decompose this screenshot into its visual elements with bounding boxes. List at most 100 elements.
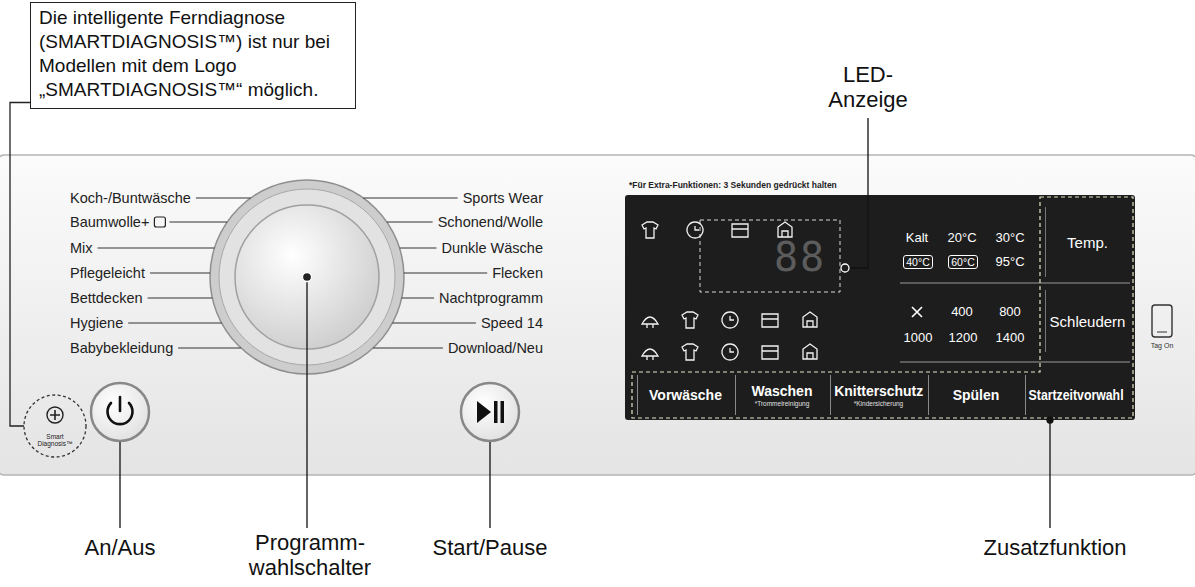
leader-line (98, 248, 215, 249)
node-text: Schleudern (1050, 313, 1126, 330)
led-display: *Für Extra-Funktionen: 3 Sekunden gedrüc… (625, 195, 1135, 420)
node-text: Temp. (1067, 234, 1108, 251)
spin-option: 1000 (904, 331, 933, 346)
label-slot: 1400 (996, 331, 1025, 346)
display-icon (732, 224, 748, 237)
temperature-option: Kalt (906, 231, 928, 246)
label-slot: Sports Wear (463, 190, 543, 207)
label-slot: Start/Pause (433, 535, 548, 560)
label-slot: An/Aus (85, 535, 156, 560)
play-symbol (477, 401, 491, 423)
logo-outline (22, 393, 88, 459)
option-button: Schleudern (1045, 290, 1129, 352)
function-outline (632, 197, 1133, 418)
pause-symbol (494, 401, 498, 423)
callout-label: Zusatzfunktion (983, 535, 1126, 560)
display-ground (625, 195, 1135, 420)
display-icon (682, 344, 698, 360)
display-icon (642, 222, 658, 238)
program-name: Bettdecken (70, 290, 143, 307)
label-slot: 40°C (903, 255, 932, 269)
label-slot: LED- Anzeige (818, 63, 918, 112)
label-slot: 1200 (949, 331, 978, 346)
display-icon (722, 312, 738, 328)
display-icon (682, 312, 698, 328)
start-button (461, 383, 519, 441)
display-icon (803, 344, 817, 359)
leader-line (1049, 420, 1050, 528)
spin-option: 1400 (996, 331, 1025, 346)
node-text: Knitterschutz (834, 383, 923, 399)
program-name: Koch-/Buntwäsche (70, 190, 191, 207)
leader-line (119, 442, 120, 528)
program-name: Dunkle Wäsche (441, 240, 543, 257)
program-name: Pflegeleicht (70, 265, 145, 282)
label-slot: Dunkle Wäsche (441, 240, 543, 257)
leader-dot (1047, 417, 1053, 423)
diagnosis-icon (47, 407, 63, 423)
program-name: Mix (70, 240, 93, 257)
leader-line (363, 198, 457, 199)
power-button (91, 383, 149, 441)
button-ring (91, 383, 149, 441)
leader-line (387, 222, 433, 223)
function-button: Knitterschutz*Kindersicherung (830, 375, 926, 415)
node-text: Smart Diagnosis™ (35, 433, 75, 447)
leader-line (489, 442, 490, 528)
leader-line (373, 348, 443, 349)
leader-line (402, 298, 434, 299)
function-button: Startzeitvorwahl (1025, 375, 1127, 415)
program-name: Schonend/Wolle (438, 214, 543, 231)
spin-option: 1200 (949, 331, 978, 346)
function-button: Waschen*Trommelreinigung (735, 375, 828, 415)
label-slot: Hygiene (70, 315, 123, 332)
leader-lines (120, 118, 1053, 528)
label-slot: 800 (999, 305, 1021, 320)
node-text: Spülen (953, 387, 1000, 403)
temperature-option: 40°C (903, 255, 932, 269)
label-slot: 1000 (904, 331, 933, 346)
power-symbol (119, 397, 122, 411)
display-icon (722, 344, 738, 360)
function-button: Vorwäsche (637, 375, 733, 415)
diagnosis-icon (50, 410, 60, 420)
label-slot: Kalt (906, 231, 928, 246)
label-slot: Zusatzfunktion (983, 535, 1126, 560)
program-name: Sports Wear (463, 190, 543, 207)
nfc-label: Tag On (1151, 342, 1174, 350)
label-slot: Baumwolle+ (70, 214, 149, 231)
spin-option: 800 (999, 305, 1021, 320)
led-digits: 88 (774, 234, 826, 280)
callout-label: Programm- wahlschalter (235, 531, 385, 580)
leader-dot (303, 273, 312, 282)
callout-label: An/Aus (85, 535, 156, 560)
label-slot: Flecken (492, 265, 543, 282)
separator-line (900, 362, 1130, 363)
callout-connector (10, 103, 30, 427)
phone-symbol (1157, 332, 1167, 333)
leader-line (404, 273, 487, 274)
nfc-tag (1152, 305, 1172, 337)
leader-dot (841, 264, 849, 272)
display-icon (642, 349, 658, 360)
leader-line (148, 298, 213, 299)
temperature-option: 20°C (947, 231, 976, 246)
label-slot: 20°C (947, 231, 976, 246)
control-panel (0, 155, 1195, 475)
smart-diagnosis-logo: Smart Diagnosis™ (22, 393, 88, 459)
leader-line (178, 348, 241, 349)
label-slot: Tag On (1151, 342, 1174, 350)
label-slot: 400 (951, 305, 973, 320)
cotton-symbol (154, 217, 165, 227)
node-text: Vorwäsche (649, 387, 722, 403)
label-slot: Speed 14 (481, 315, 543, 332)
temperature-option: 95°C (995, 255, 1024, 270)
node-subtext: *Trommelreinigung (755, 400, 810, 407)
spin-option: 400 (951, 305, 973, 320)
separator-line (900, 283, 1130, 284)
label-slot: Mix (70, 240, 93, 257)
leader-line (150, 273, 210, 274)
leader-line (306, 277, 307, 528)
program-name: Download/Neu (448, 340, 543, 357)
node-text: *Für Extra-Funktionen: 3 Sekunden gedrüc… (629, 180, 1139, 190)
